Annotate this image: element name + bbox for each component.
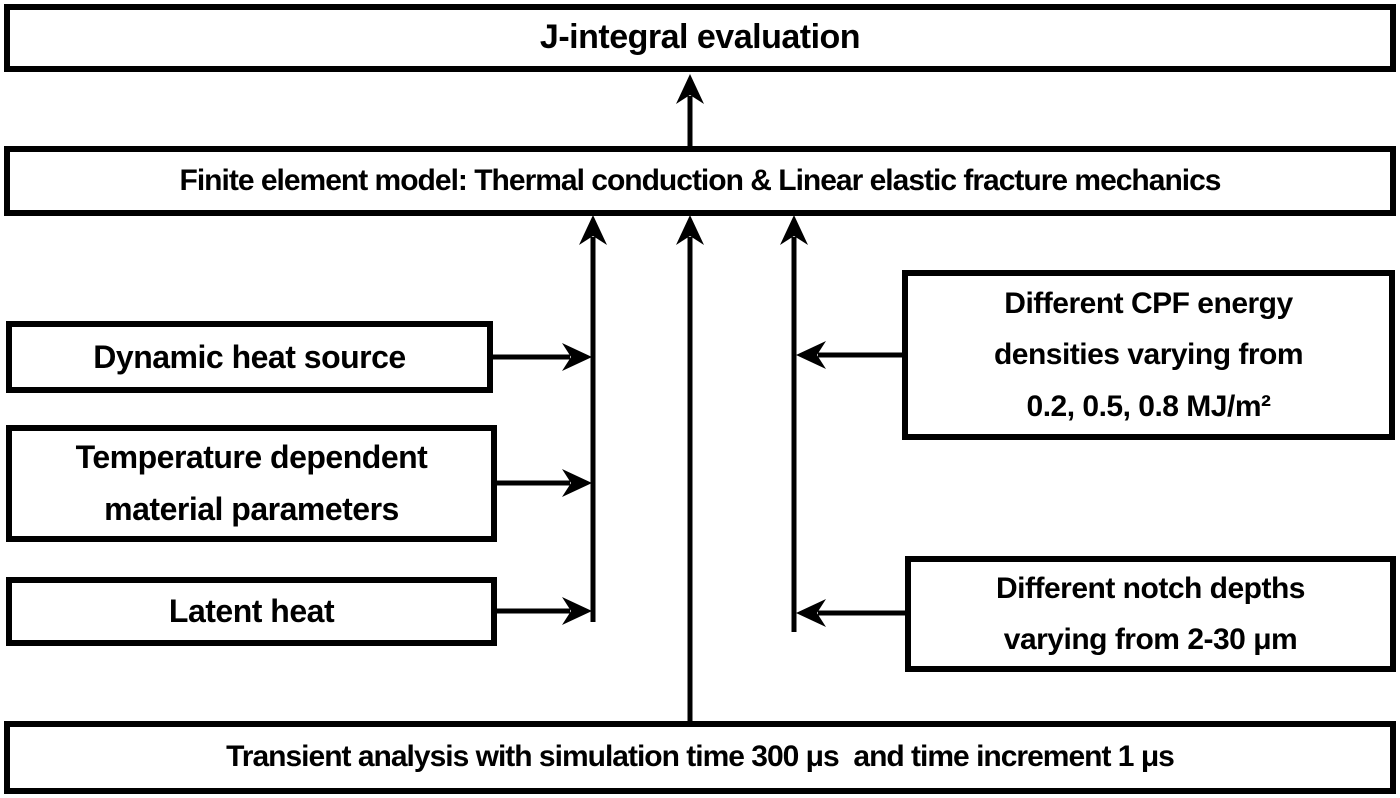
node-label-line-2: varying from 2-30 μm bbox=[1003, 623, 1298, 656]
arrow-head bbox=[676, 74, 704, 104]
arrow-left-collector-to-fem bbox=[579, 215, 607, 622]
node-temperature-dependent-material-parameters: Temperature dependent material parameter… bbox=[6, 425, 497, 542]
arrow-head bbox=[796, 341, 826, 369]
node-cpf-energy-densities: Different CPF energy densities varying f… bbox=[902, 270, 1395, 440]
node-label-line-1: Different notch depths bbox=[996, 572, 1306, 605]
node-label-line-3: 0.2, 0.5, 0.8 MJ/m² bbox=[1026, 389, 1271, 423]
node-label: Finite element model: Thermal conduction… bbox=[179, 163, 1222, 197]
arrow-head bbox=[780, 215, 808, 245]
node-latent-heat: Latent heat bbox=[6, 577, 497, 646]
arrow-head bbox=[676, 215, 704, 245]
node-label-line-1: Different CPF energy bbox=[1004, 286, 1293, 320]
node-label-line-1: Temperature dependent bbox=[75, 439, 428, 476]
arrow-fem-to-j-integral bbox=[676, 74, 704, 146]
arrow-head bbox=[796, 599, 826, 627]
node-j-integral-evaluation: J-integral evaluation bbox=[4, 4, 1396, 72]
arrow-notch-depth-to-fem bbox=[796, 599, 907, 627]
arrow-dynamic-heat-to-fem bbox=[490, 343, 592, 371]
node-notch-depths: Different notch depths varying from 2-30… bbox=[905, 556, 1396, 672]
arrow-temp-material-to-fem bbox=[494, 469, 592, 497]
node-label: Transient analysis with simulation time … bbox=[226, 740, 1175, 774]
arrow-right-collector-to-fem bbox=[780, 215, 808, 632]
node-label: Dynamic heat source bbox=[93, 338, 406, 375]
node-dynamic-heat-source: Dynamic heat source bbox=[6, 321, 493, 393]
arrow-cpf-energy-to-fem bbox=[796, 341, 904, 369]
node-label: Latent heat bbox=[168, 593, 335, 630]
node-finite-element-model: Finite element model: Thermal conduction… bbox=[4, 146, 1396, 216]
node-transient-analysis: Transient analysis with simulation time … bbox=[4, 721, 1396, 794]
arrow-transient-to-fem bbox=[676, 215, 704, 722]
node-label: J-integral evaluation bbox=[539, 18, 861, 57]
arrow-head bbox=[579, 215, 607, 245]
node-label-line-2: densities varying from bbox=[993, 338, 1304, 372]
node-label-line-2: material parameters bbox=[104, 490, 399, 527]
arrow-head bbox=[562, 597, 592, 625]
arrow-head bbox=[562, 469, 592, 497]
arrow-head bbox=[562, 343, 592, 371]
arrow-latent-heat-to-fem bbox=[494, 597, 592, 625]
